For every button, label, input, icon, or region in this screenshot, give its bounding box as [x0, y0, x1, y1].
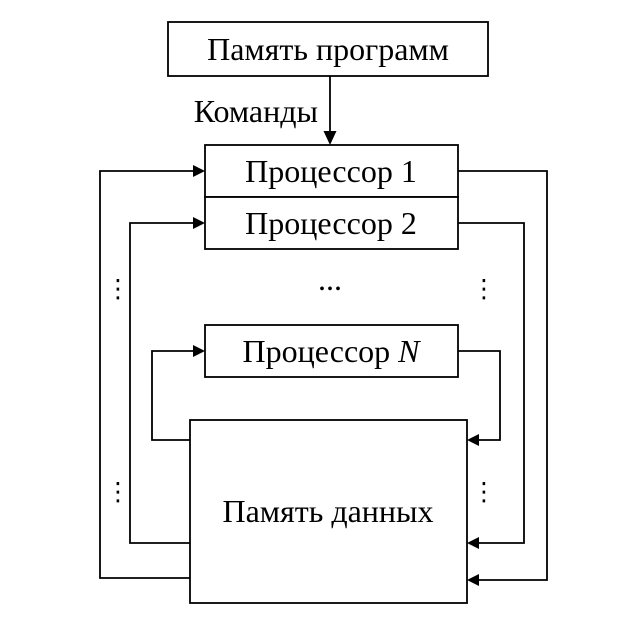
arrowhead-into-processorN-icon: [193, 345, 205, 357]
arrowhead-into-datamemory-N-icon: [467, 434, 479, 446]
data-memory-node: Память данных: [189, 419, 468, 604]
program-memory-label: Память программ: [207, 31, 449, 67]
processor-n-label: Процессор N: [243, 333, 422, 369]
processor-n-node: Процессор N: [204, 324, 459, 378]
connector-datamemory-to-processorN: [151, 350, 193, 441]
arrowhead-into-datamemory-2-icon: [467, 537, 479, 549]
processor-n-label-symbol: N: [397, 333, 421, 369]
arrow-down-icon: [323, 131, 337, 145]
processor-1-box: [204, 144, 459, 198]
connector-processor1-to-datamemory: [458, 170, 548, 581]
processor-1-label: Процессор 1: [245, 153, 417, 189]
processor-2-label: Процессор 2: [245, 205, 417, 241]
processor-2-box: [204, 196, 459, 250]
program-memory-box: [167, 21, 489, 77]
processor-1-node: Процессор 1: [204, 144, 459, 198]
processor-n-box: [204, 324, 459, 378]
ellipsis-vertical-bottom-right: ⋮: [472, 477, 497, 506]
data-memory-label: Память данных: [222, 493, 433, 529]
connector-processorN-to-datamemory: [458, 350, 501, 441]
connector-datamemory-to-processor1: [99, 170, 193, 579]
arrowhead-into-processor1-icon: [193, 165, 205, 177]
commands-edge-label: Команды: [194, 93, 318, 129]
connector-processor2-to-datamemory: [458, 222, 525, 544]
data-memory-box: [189, 419, 468, 604]
ellipsis-horizontal-center: ...: [318, 261, 342, 297]
processor-2-node: Процессор 2: [204, 196, 459, 250]
arrowhead-into-datamemory-1-icon: [467, 574, 479, 586]
connector-datamemory-to-processor2: [129, 222, 193, 544]
ellipsis-vertical-top-right: ⋮: [472, 274, 497, 303]
arrowhead-into-processor2-icon: [193, 217, 205, 229]
program-memory-node: Память программ: [167, 21, 489, 77]
commands-arrow: [323, 76, 337, 145]
ellipsis-vertical-top-left: ⋮: [106, 274, 131, 303]
processor-n-label-prefix: Процессор: [243, 333, 399, 369]
ellipsis-vertical-bottom-left: ⋮: [106, 477, 131, 506]
